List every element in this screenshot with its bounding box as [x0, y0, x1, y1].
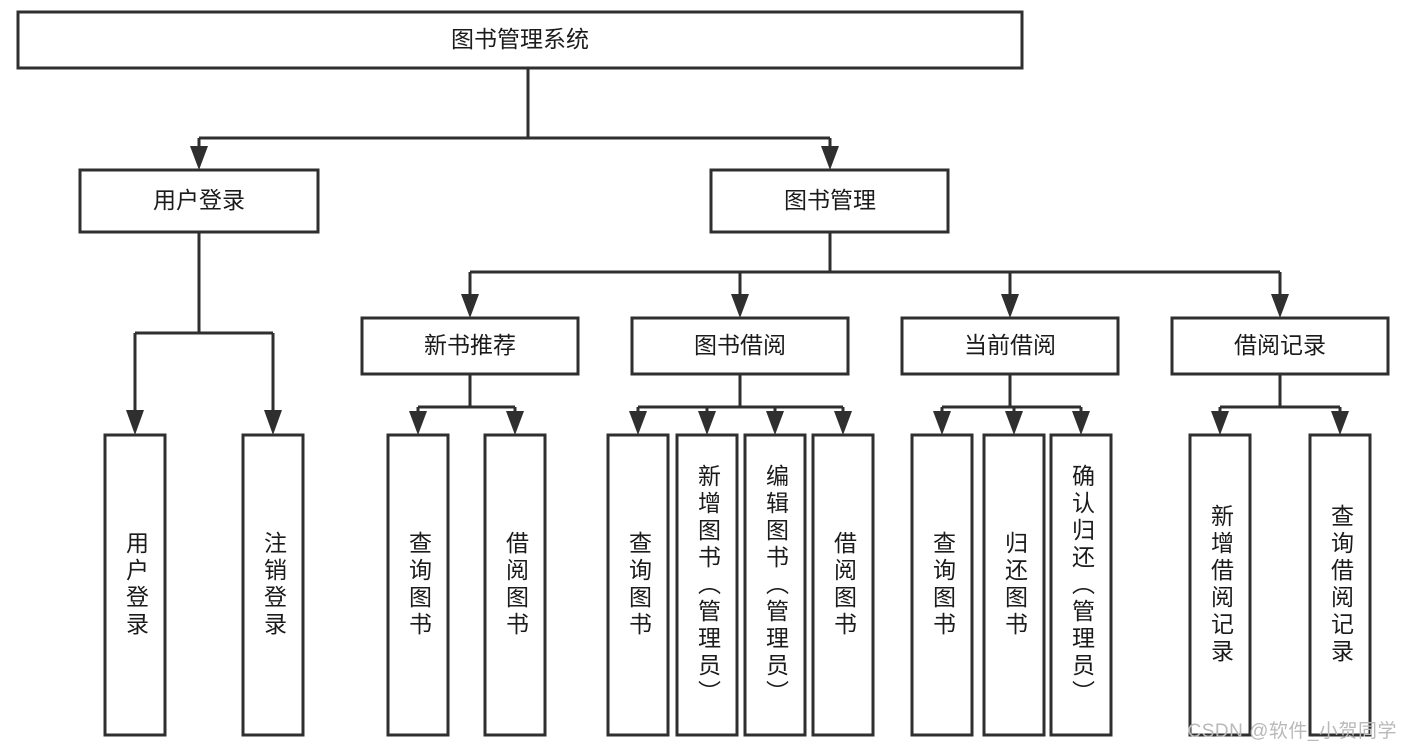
node-book-borrow[interactable]: 图书借阅 [630, 316, 850, 376]
node-leaf-return-book-rect[interactable] [982, 433, 1046, 737]
arrow-head-leaf-query-book-rec [409, 411, 427, 435]
node-layer: 图书管理系统 用户登录 图书管理 新书推荐 图书借阅 [16, 10, 1390, 737]
csdn-watermark: CSDN @软件_小贺同学 [1187, 721, 1397, 742]
node-root-rect[interactable] [16, 10, 1024, 70]
arrow-head-leaf-add-record [1211, 411, 1229, 435]
node-current-borrow-label: 当前借阅 [964, 332, 1056, 358]
arrow-head-leaf-query-book-borrow [629, 411, 647, 435]
node-borrow-records-rect[interactable] [1170, 316, 1390, 376]
node-borrow-records[interactable]: 借阅记录 [1170, 316, 1390, 376]
arrow-head-new-book-recommend [461, 294, 479, 318]
node-leaf-query-book-cur-rect[interactable] [910, 433, 974, 737]
node-leaf-borrow-book-rect[interactable] [811, 433, 875, 737]
node-leaf-edit-book-rect[interactable] [743, 433, 807, 737]
arrow-head-leaf-edit-book [766, 411, 784, 435]
node-book-management[interactable]: 图书管理 [709, 168, 950, 234]
arrow-head-book-management [821, 146, 839, 170]
node-new-book-recommend-rect[interactable] [360, 316, 580, 376]
node-user-login-label: 用户登录 [153, 187, 245, 213]
node-leaf-logout-rect[interactable] [241, 433, 305, 737]
node-leaf-confirm-return-rect[interactable] [1049, 433, 1113, 737]
node-leaf-query-book-borrow-rect[interactable] [606, 433, 670, 737]
arrow-head-leaf-query-record [1331, 411, 1349, 435]
arrow-head-book-borrow [731, 294, 749, 318]
arrow-head-leaf-return-book [1005, 411, 1023, 435]
arrow-head-current-borrow [1001, 294, 1019, 318]
node-root[interactable]: 图书管理系统 [16, 10, 1024, 70]
node-leaf-user-login-rect[interactable] [103, 433, 167, 737]
arrow-head-leaf-confirm-return [1072, 411, 1090, 435]
node-book-borrow-rect[interactable] [630, 316, 850, 376]
arrow-head-leaf-logout [264, 410, 282, 435]
node-leaf-add-record-rect[interactable] [1188, 433, 1252, 737]
node-new-book-recommend-label: 新书推荐 [424, 332, 516, 358]
node-leaf-borrow-book-rec-rect[interactable] [483, 433, 547, 737]
node-current-borrow-rect[interactable] [900, 316, 1120, 376]
arrow-head-leaf-user-login [126, 410, 144, 435]
connector-layer [126, 68, 1349, 435]
node-root-label: 图书管理系统 [451, 26, 589, 52]
node-leaf-add-book-rect[interactable] [675, 433, 739, 737]
node-new-book-recommend[interactable]: 新书推荐 [360, 316, 580, 376]
node-leaf-query-record-rect[interactable] [1308, 433, 1372, 737]
node-current-borrow[interactable]: 当前借阅 [900, 316, 1120, 376]
arrow-head-borrow-records [1271, 294, 1289, 318]
arrow-head-leaf-borrow-book-rec [506, 411, 524, 435]
arrow-head-user-login [190, 146, 208, 170]
node-borrow-records-label: 借阅记录 [1234, 332, 1326, 358]
node-book-management-label: 图书管理 [784, 187, 876, 213]
node-user-login-rect[interactable] [78, 168, 320, 234]
node-book-borrow-label: 图书借阅 [694, 332, 786, 358]
node-book-management-rect[interactable] [709, 168, 950, 234]
node-leaf-query-book-rec-rect[interactable] [386, 433, 450, 737]
arrow-head-leaf-borrow-book [834, 411, 852, 435]
arrow-head-leaf-add-book [698, 411, 716, 435]
node-user-login[interactable]: 用户登录 [78, 168, 320, 234]
arrow-head-leaf-query-book-cur [933, 411, 951, 435]
